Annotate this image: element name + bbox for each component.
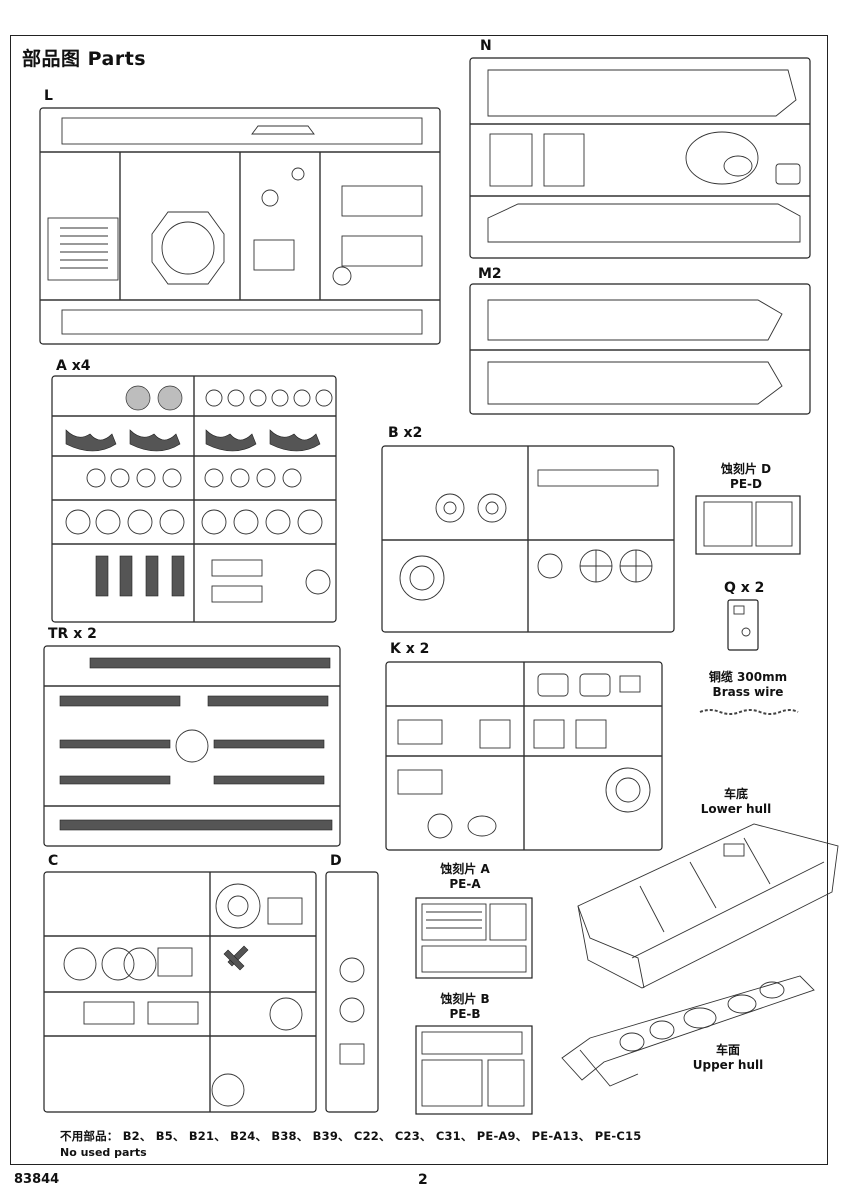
unused-parts-en: No used parts <box>60 1146 147 1159</box>
sprue-label-l: L <box>44 88 53 104</box>
upper-hull-drawing <box>561 975 815 1087</box>
page-number: 2 <box>418 1172 428 1188</box>
sprue-label-q: Q x 2 <box>724 580 765 596</box>
sprue-label-m2: M2 <box>478 266 502 282</box>
sprue-m2-frame <box>469 283 811 415</box>
sprue-label-c: C <box>48 853 59 869</box>
sprue-label-tr: TR x 2 <box>48 626 97 642</box>
pe-a-fret <box>415 897 533 979</box>
upper-hull-cn: 车面 <box>715 1043 740 1057</box>
sprue-label-b: B x2 <box>388 425 423 441</box>
brass-wire <box>699 709 799 715</box>
pe-d-label: 蚀刻片 D PE-D <box>706 462 786 492</box>
sprue-l-frame <box>39 107 441 345</box>
lower-hull-en: Lower hull <box>700 802 772 816</box>
sprue-d-frame <box>325 871 379 1113</box>
lower-hull-drawing <box>577 823 839 989</box>
upper-hull-en: Upper hull <box>692 1058 764 1072</box>
kit-code: 83844 <box>14 1172 60 1187</box>
sprue-label-d: D <box>330 853 342 869</box>
pe-a-cn: 蚀刻片 A <box>440 862 490 876</box>
unused-parts-cn: 不用部品： B2、 B5、 B21、 B24、 B38、 B39、 C22、 C… <box>60 1129 642 1143</box>
brass-wire-label: 铜缆 300mm Brass wire <box>696 670 800 700</box>
pe-b-fret <box>415 1025 533 1115</box>
lower-hull-label: 车底 Lower hull <box>696 787 776 817</box>
sprue-label-k: K x 2 <box>390 641 430 657</box>
page-frame <box>10 35 828 1165</box>
sprue-b-frame <box>381 445 675 633</box>
sprue-l-grille <box>60 227 108 269</box>
lower-hull-cn: 车底 <box>723 787 748 801</box>
pe-d-en: PE-D <box>730 477 762 491</box>
pe-d-cn: 蚀刻片 D <box>720 462 772 476</box>
pe-d-fret <box>695 495 801 555</box>
pe-b-label: 蚀刻片 B PE-B <box>420 992 510 1022</box>
pe-a-en: PE-A <box>449 877 481 891</box>
sprue-n-frame <box>469 57 811 259</box>
sprue-label-a: A x4 <box>56 358 91 374</box>
pe-a-label: 蚀刻片 A PE-A <box>420 862 510 892</box>
pe-b-en: PE-B <box>449 1007 481 1021</box>
sprue-q-frame <box>727 599 759 651</box>
page-title: 部品图 Parts <box>22 48 147 70</box>
sprue-label-n: N <box>480 38 492 54</box>
sprue-k-frame <box>385 661 663 851</box>
brass-wire-en: Brass wire <box>712 685 784 699</box>
pe-b-cn: 蚀刻片 B <box>440 992 490 1006</box>
sprue-tr-frame <box>43 645 341 847</box>
sprue-a-frame <box>51 375 337 623</box>
brass-wire-cn: 铜缆 300mm <box>708 670 788 684</box>
sprue-c-frame <box>43 871 317 1113</box>
upper-hull-label: 车面 Upper hull <box>688 1043 768 1073</box>
